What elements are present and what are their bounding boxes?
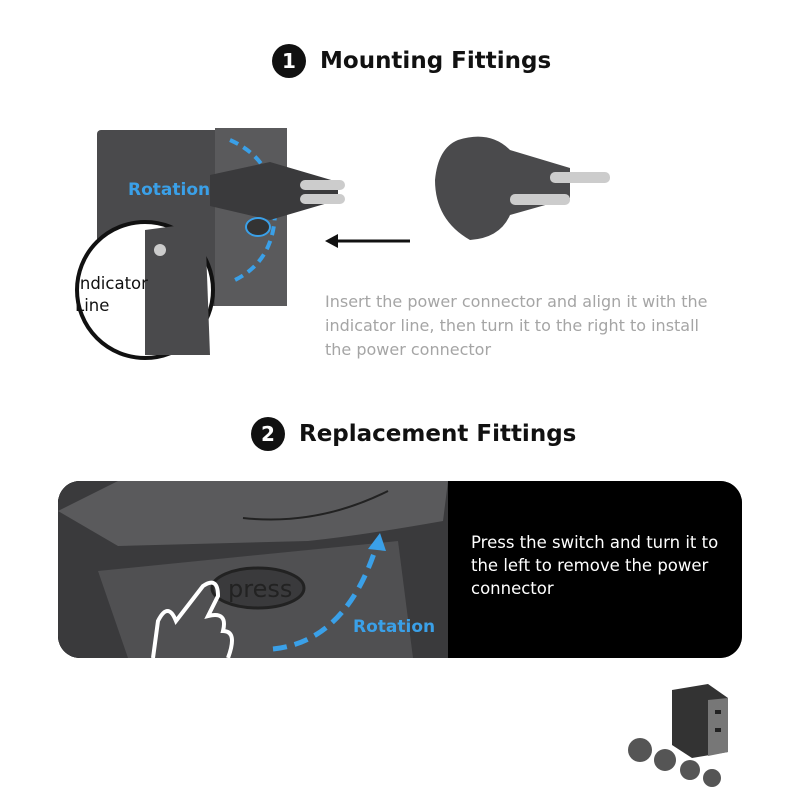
charger-kit-image	[628, 684, 728, 787]
lock-arc-icon	[242, 490, 389, 521]
replacement-panel: press Rotation	[58, 481, 742, 658]
prong-icon	[300, 180, 345, 190]
section2-title: Replacement Fittings	[299, 421, 577, 447]
press-text: press	[228, 575, 292, 603]
rotation-label-2: Rotation	[353, 617, 436, 637]
step-number-1: 1	[272, 44, 306, 78]
indicator-line-label: Indicator Line	[75, 274, 148, 315]
rotation-arrow-icon	[272, 540, 381, 652]
rotation-label: Rotation	[128, 180, 211, 200]
lock-button-icon	[245, 217, 271, 237]
plug-prong-base	[210, 162, 338, 220]
finger-icon	[151, 580, 234, 658]
section1-heading: 1 Mounting Fittings	[272, 44, 551, 78]
section2-heading: 2 Replacement Fittings	[251, 417, 576, 451]
eu-plug-adapter	[435, 136, 570, 240]
replacement-illustration: press	[58, 481, 742, 658]
section2-description: Press the switch and turn it to the left…	[471, 533, 719, 598]
step-number-2: 2	[251, 417, 285, 451]
section1-description: Insert the power connector and align it …	[325, 292, 708, 359]
mounting-illustration	[75, 128, 610, 360]
press-button	[210, 566, 306, 610]
section1-title: Mounting Fittings	[320, 48, 552, 74]
